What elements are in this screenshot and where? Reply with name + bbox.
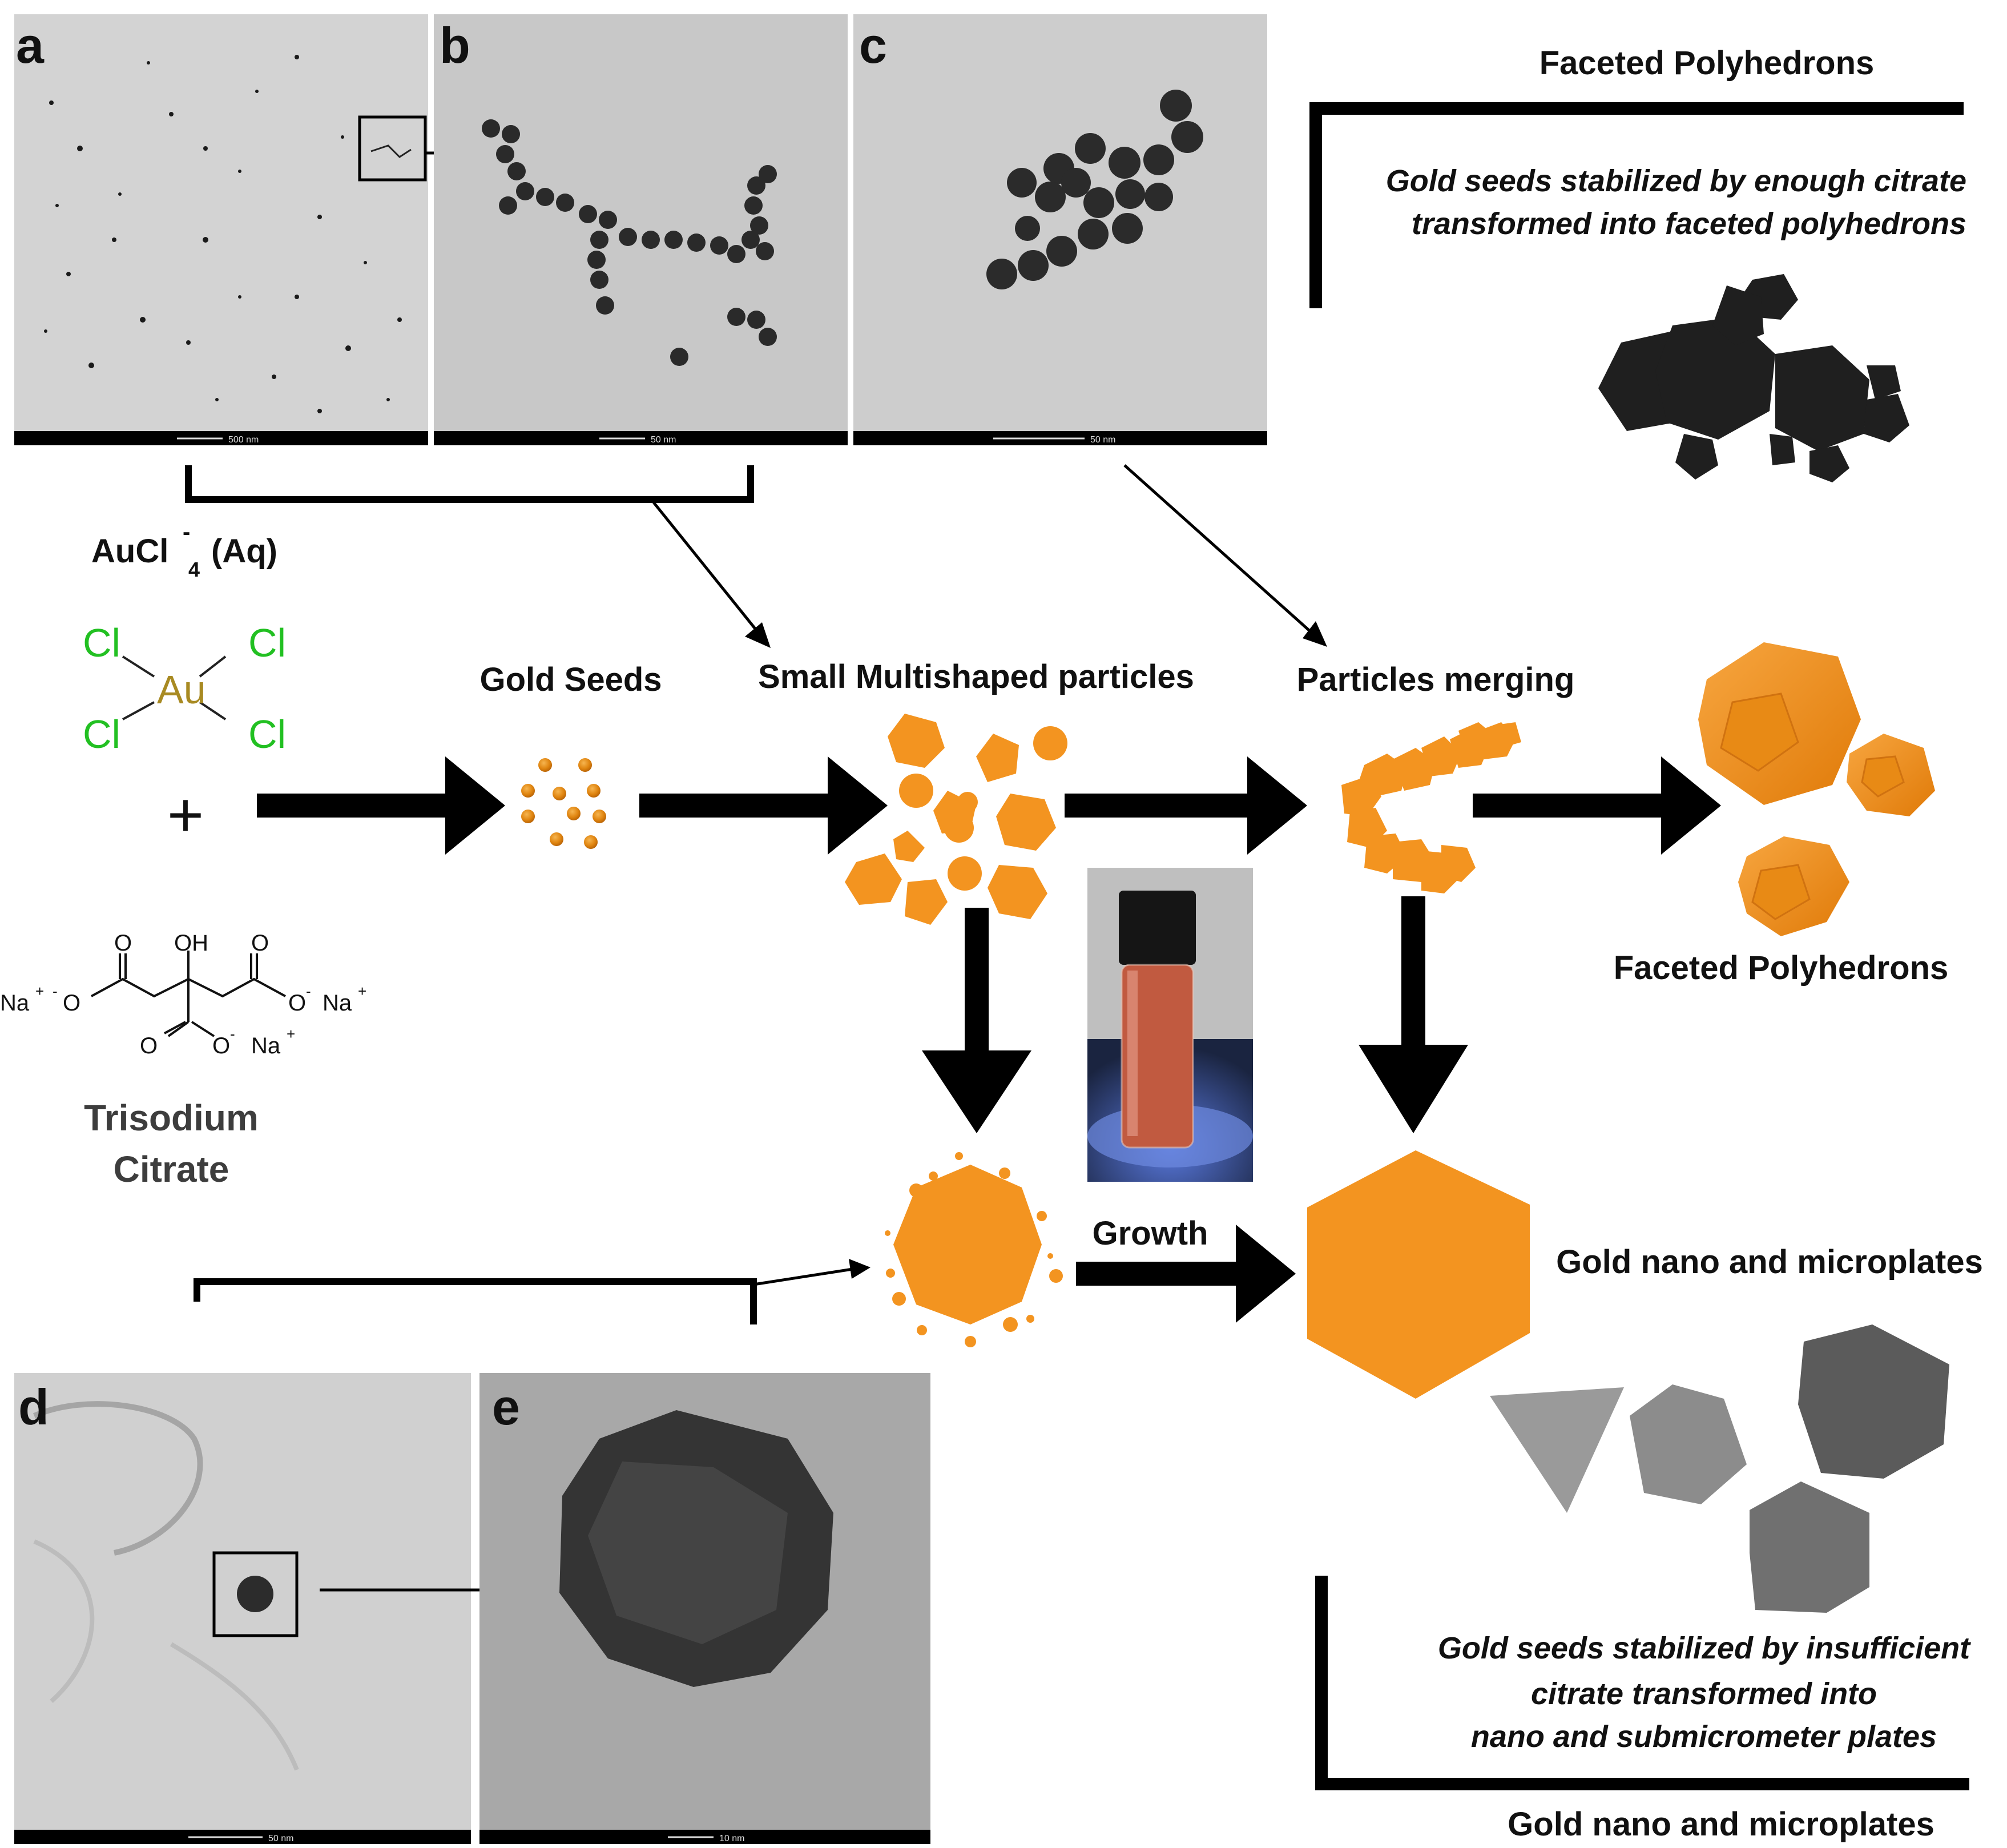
stage-label-growth: Growth: [1093, 1215, 1208, 1252]
aucl4-subscript: 4: [188, 558, 200, 581]
top-right-caption-2: transformed into faceted polyhedrons: [1412, 207, 1966, 241]
scale-label-c: 50 nm: [1090, 435, 1115, 445]
panel-letter-c: c: [859, 17, 887, 74]
gold-seeds: [521, 758, 606, 849]
citrate-structure: [91, 951, 286, 1037]
arrow-de-to-rough-particle: [753, 1267, 857, 1286]
tem-panel-d: 50 nm d: [14, 1373, 534, 1844]
citrate-o-1-charge: -: [53, 983, 58, 1000]
scale-label-a: 500 nm: [228, 435, 259, 445]
citrate-o-3: O: [63, 991, 80, 1016]
cl-top-left: Cl: [83, 621, 120, 665]
citrate-oh: OH: [174, 931, 208, 956]
arrow-reagents-to-seeds: [257, 794, 451, 818]
bottom-right-bracket: [1315, 1576, 1969, 1790]
citrate-o-1: O: [114, 931, 132, 956]
citrate-atom-labels: O OH O Na + - O O - Na + O O - Na +: [0, 931, 366, 1058]
stage-label-merging: Particles merging: [1297, 661, 1575, 698]
citrate-na-1: Na: [0, 991, 30, 1016]
scale-label-b: 50 nm: [651, 435, 676, 445]
citrate-na-2-charge: +: [358, 983, 366, 1000]
stage-label-multishaped: Small Multishaped particles: [758, 658, 1194, 695]
aucl4-aq: (Aq): [211, 533, 277, 570]
cl-bottom-left: Cl: [83, 712, 120, 756]
cl-top-right: Cl: [248, 621, 286, 665]
bracket-ab: [185, 465, 754, 503]
zoom-box-a: [358, 115, 427, 182]
scale-label-d: 50 nm: [268, 1834, 293, 1843]
rough-gold-particle: [885, 1152, 1063, 1347]
scale-label-e: 10 nm: [719, 1834, 744, 1843]
citrate-name-2: Citrate: [114, 1149, 229, 1190]
arrow-multishaped-down: [965, 908, 989, 1056]
stage-label-polyhedrons: Faceted Polyhedrons: [1614, 949, 1949, 987]
stage-label-seeds: Gold Seeds: [479, 661, 662, 698]
citrate-na-3: Na: [251, 1033, 281, 1058]
bottom-right-caption-1: Gold seeds stabilized by insufficient: [1438, 1631, 1971, 1665]
arrow-multishaped-to-merging: [1065, 794, 1253, 818]
tem-panel-a: 500 nm a: [14, 14, 465, 445]
plus-sign: +: [167, 780, 204, 850]
bottom-right-caption-3: nano and submicrometer plates: [1471, 1720, 1937, 1754]
bottom-right-caption-2: citrate transformed into: [1531, 1677, 1877, 1711]
citrate-na-1-charge: +: [35, 983, 44, 1000]
aucl4-main: AuCl: [91, 533, 168, 570]
arrow-merging-to-polyhedrons: [1473, 794, 1667, 818]
faceted-polyhedrons-3d: [1698, 642, 1935, 936]
arrow-growth: [1076, 1262, 1242, 1286]
panel-letter-d: d: [18, 1379, 49, 1435]
stage-label-plates: Gold nano and microplates: [1556, 1243, 1983, 1281]
panel-letter-b: b: [440, 17, 470, 74]
top-right-bracket: [1309, 102, 1964, 308]
aucl4-label: AuCl - 4 (Aq): [91, 520, 277, 581]
citrate-o-2: O: [251, 931, 269, 956]
citrate-o-6: O: [212, 1033, 230, 1058]
bottom-right-title: Gold nano and microplates: [1508, 1806, 1935, 1843]
panel-letter-e: e: [492, 1379, 520, 1435]
citrate-o-4: O: [288, 991, 306, 1016]
tem-panel-e: 10 nm e: [479, 1373, 930, 1844]
multishaped-particles: [845, 714, 1067, 925]
citrate-o-4-charge: -: [306, 983, 311, 1000]
bracket-de: [194, 1278, 757, 1324]
tem-panel-b: 50 nm b: [434, 14, 848, 445]
au-center: Au: [157, 667, 206, 712]
citrate-na-2: Na: [323, 991, 352, 1016]
aucl4-structure: Cl Cl Cl Cl Au: [83, 621, 286, 756]
zoom-box-d: [212, 1551, 299, 1637]
flow-arrows: [257, 756, 1721, 1323]
aucl4-superscript: -: [183, 520, 190, 545]
merging-particles: [1341, 722, 1521, 893]
arrow-ab-to-multishaped: [652, 501, 760, 635]
top-right-title: Faceted Polyhedrons: [1539, 45, 1875, 82]
arrow-merging-down: [1401, 896, 1425, 1050]
top-right-caption-1: Gold seeds stabilized by enough citrate: [1386, 164, 1966, 198]
citrate-name-1: Trisodium: [84, 1097, 259, 1138]
plates-tem-images: [1490, 1324, 1949, 1613]
panel-letter-a: a: [16, 17, 45, 74]
citrate-o-6-charge: -: [230, 1025, 235, 1042]
dispersed-particles-a: [44, 55, 402, 413]
vial-photo: [1087, 868, 1253, 1182]
cl-bottom-right: Cl: [248, 712, 286, 756]
citrate-o-5: O: [140, 1033, 158, 1058]
particle-cluster-c: [986, 90, 1203, 289]
gold-plate-hexagon: [1307, 1150, 1530, 1399]
arrow-seeds-to-multishaped: [639, 794, 833, 818]
arrow-c-to-merging: [1123, 464, 1314, 635]
polyhedron-tem-image: [1598, 274, 1909, 482]
citrate-na-3-charge: +: [287, 1025, 295, 1042]
particle-chain-b: [482, 119, 777, 366]
tem-panel-c: 50 nm c: [853, 14, 1267, 445]
